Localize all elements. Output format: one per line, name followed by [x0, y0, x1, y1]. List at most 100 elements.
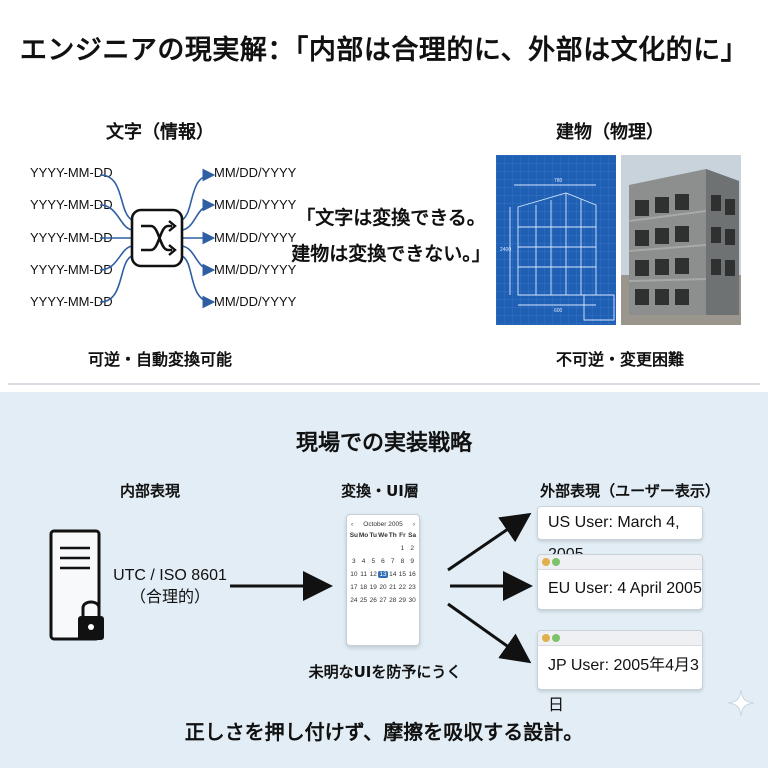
strategy-heading: 現場での実装戦略: [295, 431, 472, 456]
calendar-day[interactable]: 18: [359, 584, 368, 591]
window-dot-icon: [552, 634, 560, 642]
calendar-day[interactable]: 12: [369, 571, 377, 578]
weekday-label: We: [378, 532, 388, 539]
flow-arrows: [99, 168, 216, 309]
transform-title: 変換・UI層: [341, 482, 419, 500]
calendar-day[interactable]: 25: [359, 597, 368, 604]
window-titlebar: [538, 555, 702, 570]
weekday-label: Su: [349, 532, 358, 539]
output-date-format: MM/DD/YYYY: [214, 294, 297, 309]
footer-tagline: 正しさを押し付けず、摩擦を吸収する設計。: [184, 720, 584, 744]
calendar-empty-cell: [359, 545, 369, 552]
calendar-day[interactable]: 22: [398, 584, 407, 591]
concrete-building-image: [621, 155, 741, 325]
us-user-card: US User: March 4, 2005: [537, 506, 703, 563]
calendar-day[interactable]: 4: [361, 558, 366, 565]
input-date-format: YYYY-MM-DD: [30, 262, 113, 277]
window-titlebar: [538, 631, 702, 646]
arrow-to-jp: [447, 602, 532, 664]
calendar-day[interactable]: 8: [400, 558, 405, 565]
calendar-day[interactable]: 13: [378, 571, 388, 578]
calendar-month: October 2005: [363, 521, 403, 528]
calendar-day[interactable]: 26: [369, 597, 377, 604]
next-month-icon[interactable]: ›: [412, 521, 415, 528]
dimension-top: 780: [554, 178, 563, 184]
calendar-day[interactable]: 27: [379, 597, 387, 604]
internal-format: UTC / ISO 8601: [113, 567, 227, 584]
transform-caption: 未明なUIを防予にうく: [308, 663, 462, 681]
calendar-day[interactable]: 5: [371, 558, 376, 565]
text-section-label: 文字（情報）: [106, 122, 214, 143]
input-date-format: YYYY-MM-DD: [30, 165, 113, 180]
dimension-bottom: 600: [554, 308, 563, 314]
prev-month-icon[interactable]: ‹: [351, 521, 354, 528]
eu-user-text: EU User: 4 April 2005: [548, 580, 702, 597]
output-date-format: MM/DD/YYYY: [214, 262, 297, 277]
strategy-arrows: [230, 512, 533, 664]
calendar-day[interactable]: 2: [410, 545, 414, 552]
quote-line-1: 「文字は変換できる。: [296, 207, 486, 229]
calendar-day[interactable]: 19: [369, 584, 377, 591]
window-dot-icon: [542, 634, 550, 642]
weekday-label: Mo: [358, 532, 369, 539]
calendar-day[interactable]: 3: [352, 558, 356, 565]
input-date-format: YYYY-MM-DD: [30, 230, 113, 245]
page-title: エンジニアの現実解：「内部は合理的に、外部は文化的に」: [19, 35, 749, 66]
calendar-day[interactable]: 1: [400, 545, 405, 552]
blueprint-image: 780 2400 600: [496, 155, 616, 325]
weekday-label: Th: [388, 532, 397, 539]
output-date-format: MM/DD/YYYY: [214, 165, 297, 180]
jp-user-text: JP User: 2005年4月3日: [548, 657, 699, 714]
calendar-day[interactable]: 16: [408, 571, 416, 578]
weekday-label: Fr: [399, 532, 406, 539]
input-date-format: YYYY-MM-DD: [30, 197, 113, 212]
internal-representation: UTC / ISO 8601 （合理的）: [110, 565, 230, 609]
calendar-empty-cell: [368, 545, 378, 552]
window-dot-icon: [552, 558, 560, 566]
internal-note: （合理的）: [129, 589, 210, 606]
calendar-day[interactable]: 21: [389, 584, 397, 591]
arrow-to-us: [447, 512, 532, 572]
output-date-format: MM/DD/YYYY: [214, 230, 297, 245]
internal-title: 内部表現: [119, 482, 180, 500]
calendar-day[interactable]: 30: [408, 597, 416, 604]
calendar-day[interactable]: 10: [350, 571, 358, 578]
window-dot-icon: [542, 558, 550, 566]
eu-user-card: EU User: 4 April 2005: [537, 554, 703, 610]
shuffle-icon: [130, 208, 184, 268]
input-date-format: YYYY-MM-DD: [30, 294, 113, 309]
calendar-day[interactable]: 28: [389, 597, 397, 604]
calendar-day[interactable]: 24: [350, 597, 358, 604]
text-section-caption: 可逆・自動変換可能: [87, 350, 232, 369]
central-quote: 「文字は変換できる。 建物は変換できない。」: [286, 200, 496, 272]
calendar-day[interactable]: 7: [390, 558, 395, 565]
calendar-day[interactable]: 29: [398, 597, 407, 604]
building-section-caption: 不可逆・変更困難: [555, 350, 684, 369]
weekday-label: Tu: [369, 532, 378, 539]
calendar-empty-cell: [378, 545, 388, 552]
section-divider: [8, 383, 760, 385]
output-date-format: MM/DD/YYYY: [214, 197, 297, 212]
calendar-day[interactable]: 9: [410, 558, 414, 565]
calendar-day[interactable]: 14: [389, 571, 397, 578]
dimension-side: 2400: [500, 247, 511, 253]
calendar-day[interactable]: 11: [360, 571, 367, 578]
quote-line-2: 建物は変換できない。」: [291, 243, 491, 265]
calendar-header: ‹ October 2005 ›: [347, 515, 419, 532]
server-lock-icon: [49, 529, 104, 641]
weekday-label: Sa: [408, 532, 417, 539]
calendar-day[interactable]: 15: [398, 571, 407, 578]
calendar-day[interactable]: 20: [379, 584, 387, 591]
calendar-day[interactable]: 17: [350, 584, 358, 591]
calendar-empty-cell: [388, 545, 398, 552]
building-section-label: 建物（物理）: [556, 122, 664, 143]
calendar-day[interactable]: 6: [381, 558, 385, 565]
jp-user-card: JP User: 2005年4月3日: [537, 630, 703, 714]
calendar-day[interactable]: 23: [408, 584, 416, 591]
conversion-flow-diagram: [99, 168, 216, 309]
external-title: 外部表現（ユーザー表示）: [540, 482, 720, 500]
sparkle-icon: [728, 690, 754, 716]
calendar-empty-cell: [349, 545, 359, 552]
